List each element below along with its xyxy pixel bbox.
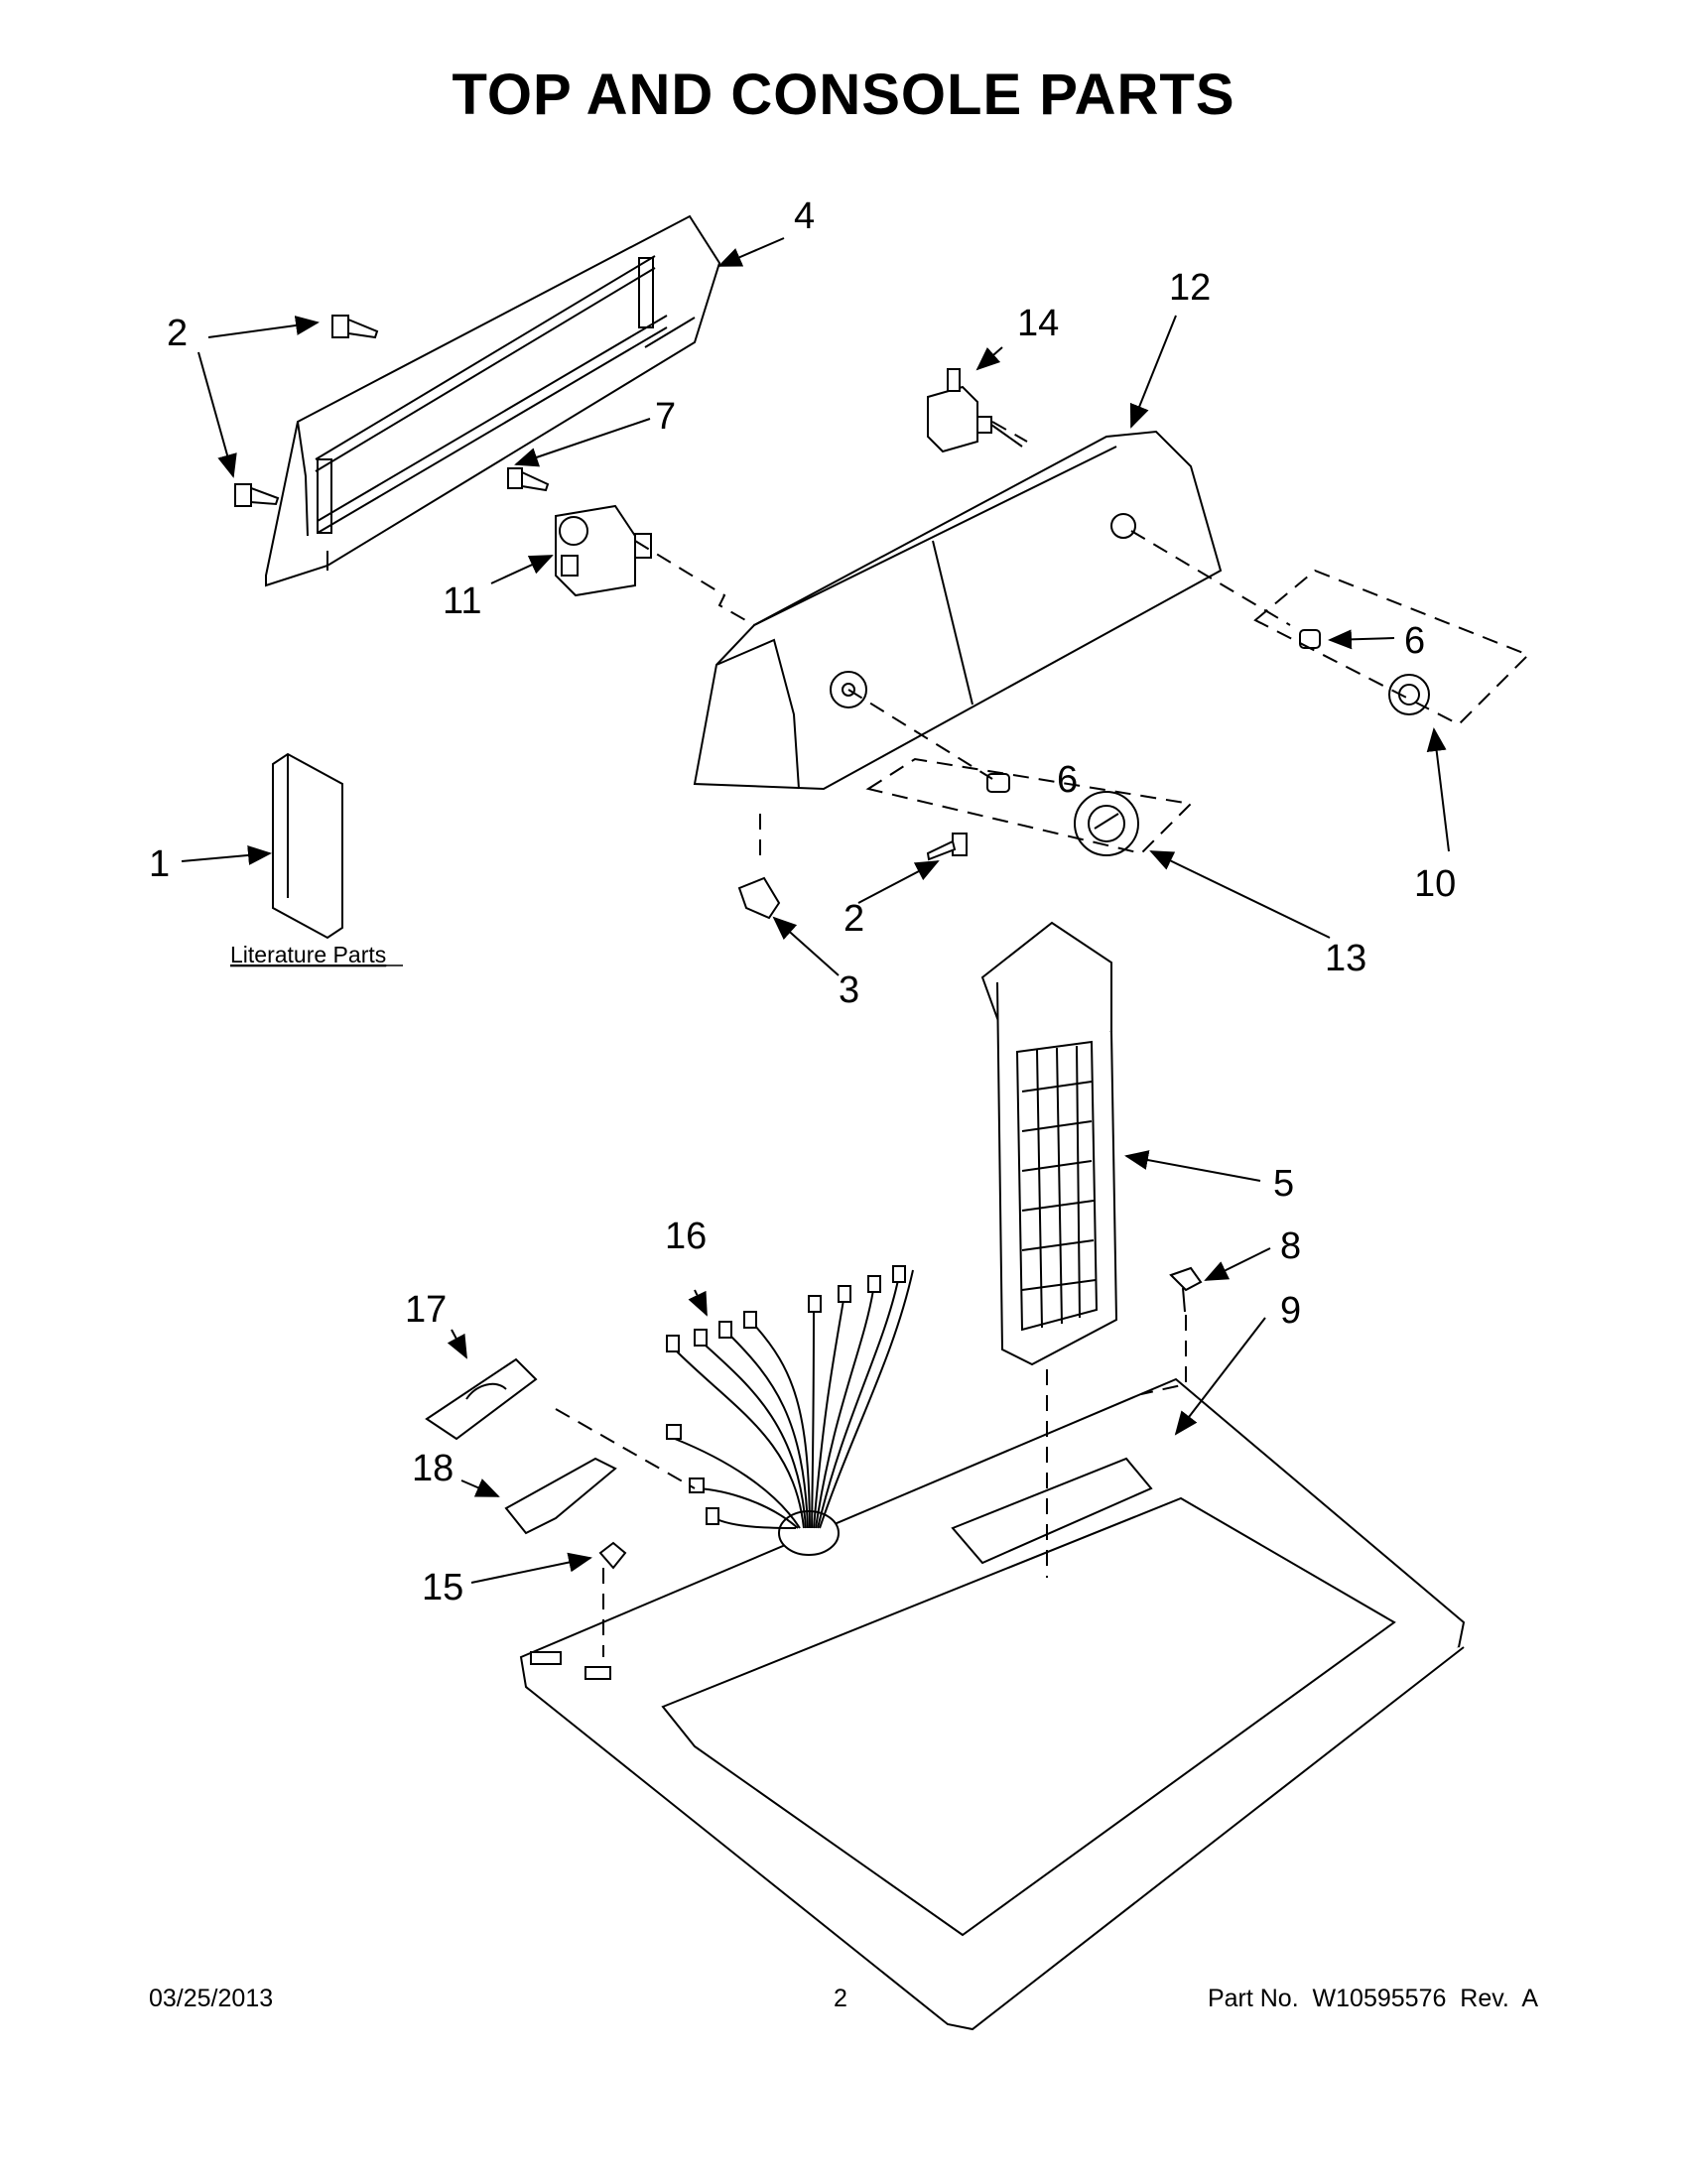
timer-component [555,504,652,597]
callout-2-lower: 2 [844,898,864,940]
callout-5: 5 [1273,1163,1294,1205]
wire-harness-component [674,1269,914,1529]
callout-4: 4 [794,195,815,237]
leader-arrows [181,237,1450,1584]
callout-3: 3 [839,969,859,1011]
callout-12: 12 [1169,267,1211,309]
callout-13: 13 [1325,938,1366,979]
literature-booklet-icon [272,752,343,940]
footer-date: 03/25/2013 [149,1985,274,2012]
lint-screen-component [980,921,1118,1366]
knob-parts [986,629,1430,856]
callout-6-center: 6 [1057,759,1078,801]
callout-15: 15 [422,1567,463,1608]
rear-console-panel [265,214,721,587]
wire-connector-icons [666,1265,906,1525]
callout-14: 14 [1017,303,1059,344]
clip-component [737,876,781,920]
callout-10: 10 [1414,863,1456,905]
callout-6-right: 6 [1404,620,1425,662]
alignment-dashes [555,421,1530,1657]
callout-8: 8 [1280,1225,1301,1267]
callout-1: 1 [149,843,170,885]
footer-part-number: Part No. W10595576 Rev. A [1207,1985,1538,2012]
literature-parts-label: Literature Parts [230,942,386,967]
bracket-components [425,1357,627,1570]
callout-9: 9 [1280,1290,1301,1332]
callout-7: 7 [655,396,676,438]
footer-page-number: 2 [834,1985,847,2012]
dryer-top-panel [519,1377,1466,2031]
callout-17: 17 [405,1289,447,1331]
callout-11: 11 [443,580,481,622]
screw-icon [234,315,968,861]
screw-icon [1169,1266,1203,1313]
control-console [693,430,1223,791]
callout-16: 16 [665,1216,707,1257]
callout-18: 18 [412,1448,454,1489]
page-title: TOP AND CONSOLE PARTS [452,63,1235,127]
push-switch-component [927,368,1023,453]
callout-2-upper: 2 [167,313,188,354]
